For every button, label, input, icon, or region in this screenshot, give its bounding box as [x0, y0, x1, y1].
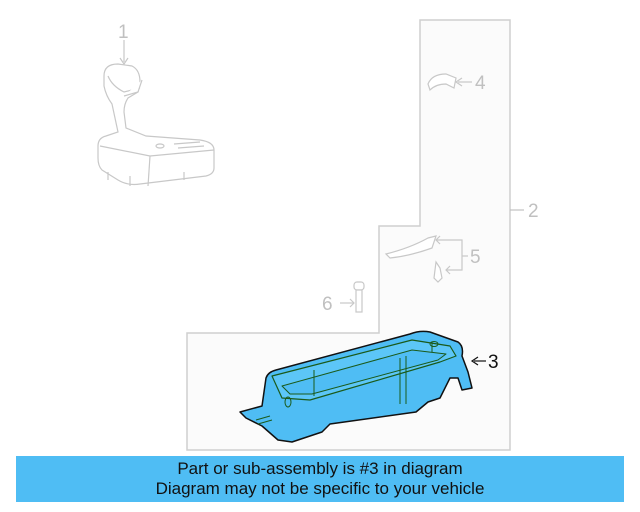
callout-5: 5	[470, 247, 481, 268]
callout-1: 1	[118, 22, 129, 43]
info-banner: Part or sub-assembly is #3 in diagram Di…	[16, 456, 624, 502]
callout-3: 3	[488, 352, 499, 373]
banner-line-part-number: Part or sub-assembly is #3 in diagram	[177, 459, 463, 478]
callout-6: 6	[322, 294, 333, 315]
arrow-3-icon	[470, 356, 479, 366]
trim-clip-icon[interactable]	[427, 73, 472, 92]
trim-and-screw-icon[interactable]	[384, 235, 468, 283]
callout-2: 2	[528, 201, 539, 222]
callout-4: 4	[475, 73, 486, 94]
banner-line-disclaimer: Diagram may not be specific to your vehi…	[155, 479, 485, 498]
shifter-assembly-icon[interactable]	[97, 40, 215, 187]
pin-fastener-icon[interactable]	[340, 281, 365, 313]
console-tray-part-icon[interactable]	[239, 330, 473, 443]
